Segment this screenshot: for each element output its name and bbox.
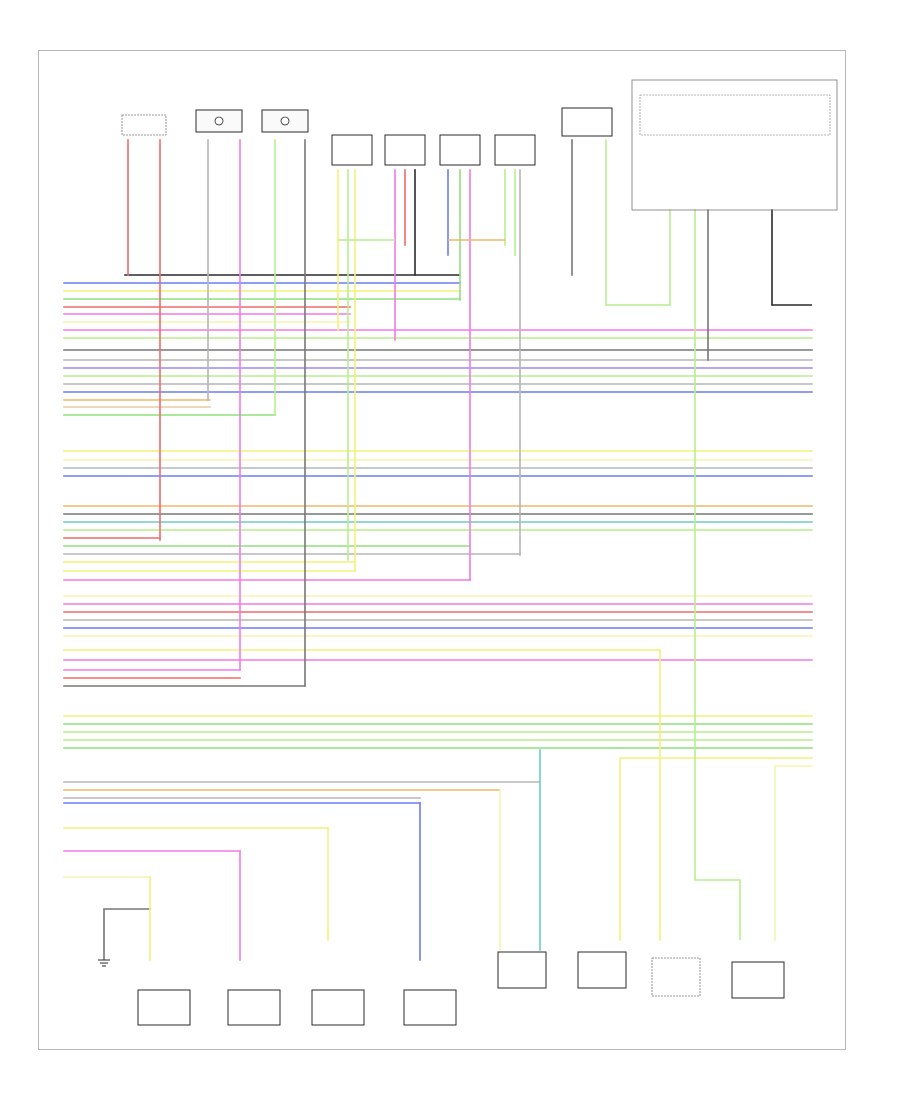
module-box <box>631 79 838 211</box>
switch-box-3 <box>439 134 481 166</box>
switch-box-1 <box>331 134 373 166</box>
switch-box-4 <box>494 134 536 166</box>
diagram-frame <box>38 50 846 1050</box>
sensor-box-1 <box>121 114 167 136</box>
o2-sensor-box-1 <box>497 951 547 989</box>
component-group <box>98 79 838 1026</box>
motor-icon-2 <box>280 116 290 126</box>
ignition-coil-box-2 <box>227 989 281 1026</box>
temp-sensor-box-2 <box>731 961 785 999</box>
switch-box-5 <box>561 107 613 137</box>
module-inner-box <box>639 94 831 136</box>
wire-group <box>63 139 813 961</box>
motor-icon-1 <box>214 116 224 126</box>
ignition-coil-box-4 <box>403 989 457 1026</box>
ignition-coil-box-1 <box>137 989 191 1026</box>
o2-sensor-box-2 <box>577 951 627 989</box>
ignition-coil-box-3 <box>311 989 365 1026</box>
switch-box-2 <box>384 134 426 166</box>
jumper-wire-5 <box>695 879 741 940</box>
temp-sensor-box-1 <box>651 957 701 997</box>
